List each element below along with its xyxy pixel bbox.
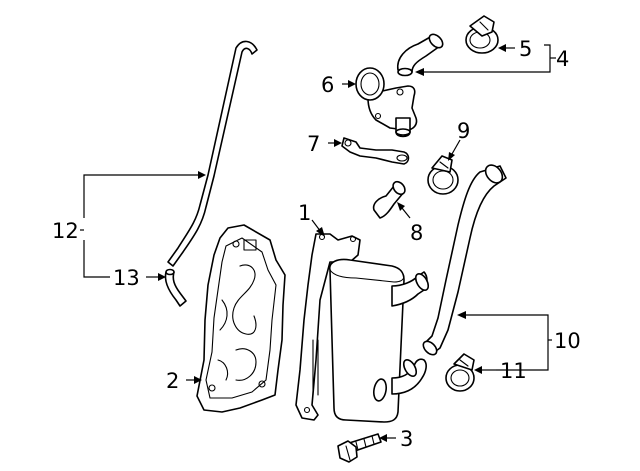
callout-12: 12 — [52, 219, 79, 243]
bracket-part-7 — [341, 137, 410, 165]
bolt-part-3 — [337, 433, 382, 463]
callout-4: 4 — [556, 47, 569, 71]
callout-1: 1 — [298, 201, 311, 225]
leader-lines — [80, 44, 556, 442]
callout-8: 8 — [410, 221, 423, 245]
coolant-hose-part-10 — [422, 164, 507, 356]
oil-cooler-part-1 — [295, 233, 430, 423]
callout-3: 3 — [400, 427, 413, 451]
hose-part-13 — [164, 268, 187, 307]
hose-part-12 — [167, 40, 258, 267]
coolant-pipe-part-4 — [396, 33, 444, 77]
hose-clamp-part-11 — [445, 353, 475, 392]
callout-2: 2 — [166, 369, 179, 393]
callout-labels: 1 2 3 4 5 6 7 8 9 10 11 12 13 — [52, 37, 581, 451]
callout-10: 10 — [554, 329, 581, 353]
gasket-plate-part-2 — [196, 224, 286, 413]
small-elbow-part-8 — [372, 180, 406, 219]
callout-13: 13 — [113, 266, 140, 290]
hose-clamp-part-9 — [427, 155, 459, 195]
callout-5: 5 — [519, 37, 532, 61]
callout-11: 11 — [500, 359, 527, 383]
hose-clamp-part-5 — [465, 15, 499, 54]
thermostat-housing-part-6 — [355, 67, 418, 138]
callout-7: 7 — [307, 132, 320, 156]
callout-6: 6 — [321, 73, 334, 97]
callout-9: 9 — [457, 119, 470, 143]
